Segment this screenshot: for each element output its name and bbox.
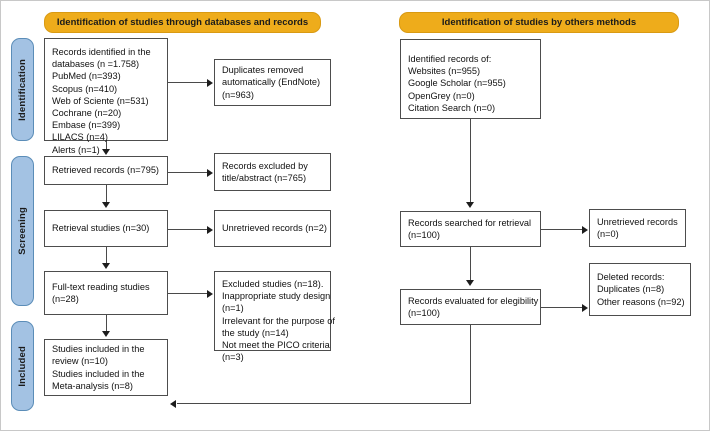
retrieved-records-box: Retrieved records (n=795)	[44, 156, 168, 185]
connector-other-to-records-searched	[470, 119, 471, 203]
excluded-studies-line-1: Inappropriate study design	[222, 291, 331, 302]
duplicates-removed-line-1: automatically (EndNote)	[222, 77, 321, 88]
retrieval-studies-box: Retrieval studies (n=30)	[44, 210, 168, 247]
arrowhead-retrieval-to-unretrieved	[207, 226, 213, 234]
excluded-studies-line-3: Irrelevant for the purpose of	[222, 315, 335, 326]
records-identified-line-1: databases (n =1.758)	[52, 59, 140, 70]
connector-identified-to-duplicates	[168, 82, 208, 83]
stage-pill-identification: Identification	[11, 38, 34, 141]
excluded-studies-line-2: (n=1)	[222, 303, 244, 314]
banner-databases-label: Identification of studies through databa…	[56, 17, 309, 28]
studies-included-line-1: review (n=10)	[52, 356, 108, 367]
unretrieved-records-right-line-1: (n=0)	[597, 229, 619, 239]
full-text-reading-line-0: Full-text reading studies	[52, 281, 150, 292]
connector-retrieved-to-retrieval-studies	[106, 185, 107, 202]
connector-fulltext-to-excluded-studies	[168, 293, 208, 294]
records-identified-line-5: Cochrane (n=20)	[52, 108, 122, 119]
records-identified-line-0: Records identified in the	[52, 47, 151, 57]
arrowhead-searched-to-unretrieved-right	[582, 226, 588, 234]
studies-included-line-2: Studies included in the	[52, 368, 145, 379]
arrowhead-retrieval-to-fulltext	[102, 263, 110, 269]
stage-label-identification: Identification	[17, 58, 28, 121]
deleted-records-line-1: Duplicates (n=8)	[597, 284, 665, 295]
excluded-studies-line-4: the study (n=14)	[222, 327, 289, 338]
duplicates-removed-box: Duplicates removed automatically (EndNot…	[214, 59, 331, 106]
arrowhead-evaluated-to-deleted	[582, 304, 588, 312]
identified-records-other-box: Identified records of: Websites (n=955) …	[400, 39, 541, 119]
connector-retrieval-to-fulltext	[106, 247, 107, 264]
excluded-studies-box: Excluded studies (n=18). Inappropriate s…	[214, 271, 335, 362]
stage-label-included: Included	[17, 345, 28, 387]
records-identified-line-3: Scopus (n=410)	[52, 83, 118, 94]
records-identified-line-6: Embase (n=399)	[52, 120, 121, 131]
unretrieved-records-box-left: Unretrieved records (n=2)	[214, 210, 331, 247]
records-searched-line-1: (n=100)	[408, 230, 440, 240]
records-searched-line-0: Records searched for retrieval	[408, 217, 532, 228]
identified-records-other-line-4: Citation Search (n=0)	[408, 102, 496, 113]
arrowhead-retrieved-to-retrieval-studies	[102, 202, 110, 208]
records-identified-line-4: Web of Sciente (n=531)	[52, 95, 149, 106]
arrowhead-other-to-records-searched	[466, 202, 474, 208]
connector-searched-to-evaluated	[470, 247, 471, 281]
records-evaluated-box: Records evaluated for elegibility (n=100…	[400, 289, 541, 325]
connector-identified-to-retrieved	[106, 141, 107, 150]
full-text-reading-line-1: (n=28)	[52, 294, 79, 304]
studies-included-line-3: Meta-analysis (n=8)	[52, 380, 133, 391]
identified-records-other-line-0: Identified records of:	[408, 54, 492, 64]
records-searched-for-retrieval-box: Records searched for retrieval (n=100)	[400, 211, 541, 247]
connector-evaluated-to-included-vertical	[470, 325, 471, 404]
records-identified-line-7: LILACS (n=4)	[52, 132, 108, 143]
arrowhead-identified-to-retrieved	[102, 149, 110, 155]
connector-searched-to-unretrieved-right	[541, 229, 583, 230]
records-evaluated-line-1: (n=100)	[408, 308, 440, 318]
stage-label-screening: Screening	[17, 207, 28, 255]
connector-fulltext-to-studies-included	[106, 315, 107, 332]
deleted-records-line-0: Deleted records:	[597, 272, 665, 283]
unretrieved-records-right-line-0: Unretrieved records	[597, 216, 678, 227]
deleted-records-box: Deleted records: Duplicates (n=8) Other …	[589, 263, 691, 316]
arrowhead-identified-to-duplicates	[207, 79, 213, 87]
studies-included-box: Studies included in the review (n=10) St…	[44, 339, 168, 396]
arrowhead-searched-to-evaluated	[466, 280, 474, 286]
banner-other-methods-label: Identification of studies by others meth…	[441, 17, 637, 28]
retrieval-studies-line-0: Retrieval studies (n=30)	[52, 223, 150, 234]
banner-other-methods: Identification of studies by others meth…	[399, 12, 679, 33]
stage-pill-screening: Screening	[11, 156, 34, 306]
studies-included-line-0: Studies included in the	[52, 344, 145, 355]
records-identified-line-2: PubMed (n=393)	[52, 71, 121, 82]
duplicates-removed-line-0: Duplicates removed	[222, 65, 304, 76]
unretrieved-records-box-right: Unretrieved records (n=0)	[589, 209, 686, 247]
identified-records-other-line-3: OpenGrey (n=0)	[408, 90, 475, 101]
connector-retrieved-to-excluded	[168, 172, 208, 173]
records-excluded-line-1: title/abstract (n=765)	[222, 173, 307, 183]
arrowhead-retrieved-to-excluded	[207, 169, 213, 177]
records-identified-box: Records identified in the databases (n =…	[44, 38, 168, 155]
excluded-studies-line-6: (n=3)	[222, 352, 244, 363]
retrieved-records-line-0: Retrieved records (n=795)	[52, 165, 159, 176]
arrowhead-evaluated-to-included	[170, 400, 176, 408]
unretrieved-records-left-line-0: Unretrieved records (n=2)	[222, 223, 327, 234]
banner-databases: Identification of studies through databa…	[44, 12, 321, 33]
identified-records-other-line-2: Google Scholar (n=955)	[408, 78, 506, 89]
duplicates-removed-line-2: (n=963)	[222, 89, 254, 100]
records-excluded-box: Records excluded by title/abstract (n=76…	[214, 153, 331, 191]
arrowhead-fulltext-to-excluded-studies	[207, 290, 213, 298]
excluded-studies-line-5: Not meet the PICO criteria	[222, 340, 330, 351]
connector-retrieval-to-unretrieved	[168, 229, 208, 230]
records-excluded-line-0: Records excluded by	[222, 160, 308, 171]
records-evaluated-line-0: Records evaluated for elegibility	[408, 295, 539, 306]
records-identified-line-8: Alerts (n=1)	[52, 144, 100, 155]
connector-evaluated-to-deleted	[541, 307, 583, 308]
full-text-reading-box: Full-text reading studies (n=28)	[44, 271, 168, 315]
excluded-studies-line-0: Excluded studies (n=18).	[222, 279, 324, 289]
stage-pill-included: Included	[11, 321, 34, 411]
arrowhead-fulltext-to-studies-included	[102, 331, 110, 337]
connector-evaluated-to-included-horizontal	[177, 403, 471, 404]
identified-records-other-line-1: Websites (n=955)	[408, 66, 481, 77]
deleted-records-line-2: Other reasons (n=92)	[597, 296, 685, 307]
